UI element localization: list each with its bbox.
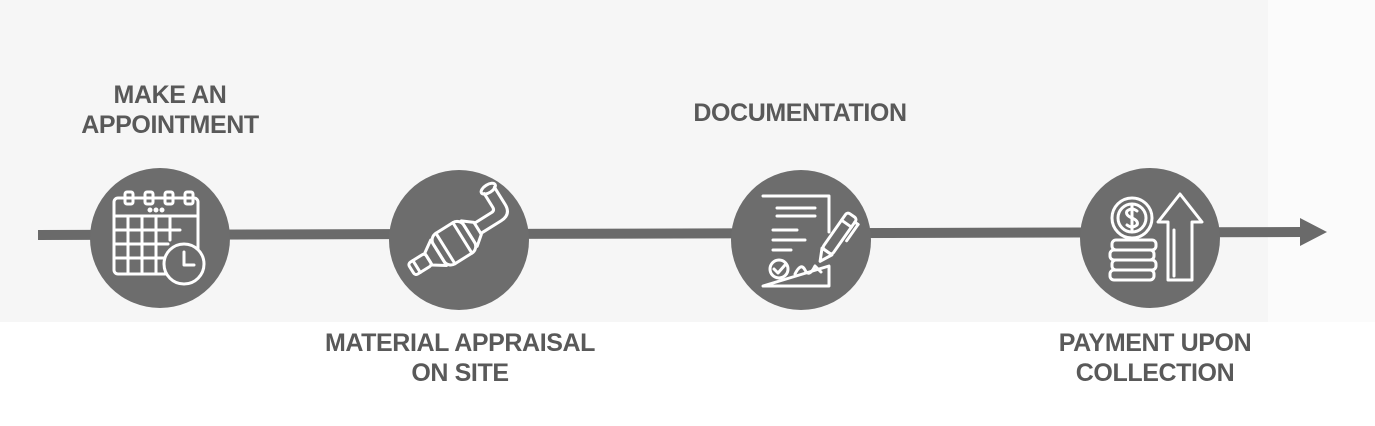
step-1-label-line-2: APPOINTMENT bbox=[81, 111, 259, 139]
calendar-clock-icon bbox=[112, 190, 206, 286]
step-1-circle bbox=[90, 168, 230, 308]
step-4-circle bbox=[1080, 168, 1220, 308]
step-1-label: MAKE AN APPOINTMENT bbox=[60, 80, 280, 140]
background-band-edge bbox=[1268, 0, 1375, 322]
step-3-label-line-1: DOCUMENTATION bbox=[693, 99, 907, 127]
step-2-label-line-1: MATERIAL APPRAISAL bbox=[324, 329, 596, 357]
signed-document-icon bbox=[761, 194, 860, 288]
catalytic-converter-icon bbox=[407, 181, 509, 276]
step-2-label: MATERIAL APPRAISAL ON SITE bbox=[320, 328, 600, 388]
step-2-label-line-2: ON SITE bbox=[411, 359, 509, 387]
step-4-label-line-1: PAYMENT UPON bbox=[1058, 329, 1252, 357]
step-3-circle bbox=[731, 170, 871, 310]
step-3-label: DOCUMENTATION bbox=[670, 98, 930, 128]
step-4-label: PAYMENT UPON COLLECTION bbox=[1040, 328, 1270, 388]
step-2-circle bbox=[389, 170, 529, 310]
coins-growth-icon bbox=[1108, 192, 1204, 282]
step-4-label-line-2: COLLECTION bbox=[1075, 359, 1235, 387]
step-1-label-line-1: MAKE AN bbox=[113, 81, 227, 109]
arrow-head bbox=[1300, 218, 1327, 246]
